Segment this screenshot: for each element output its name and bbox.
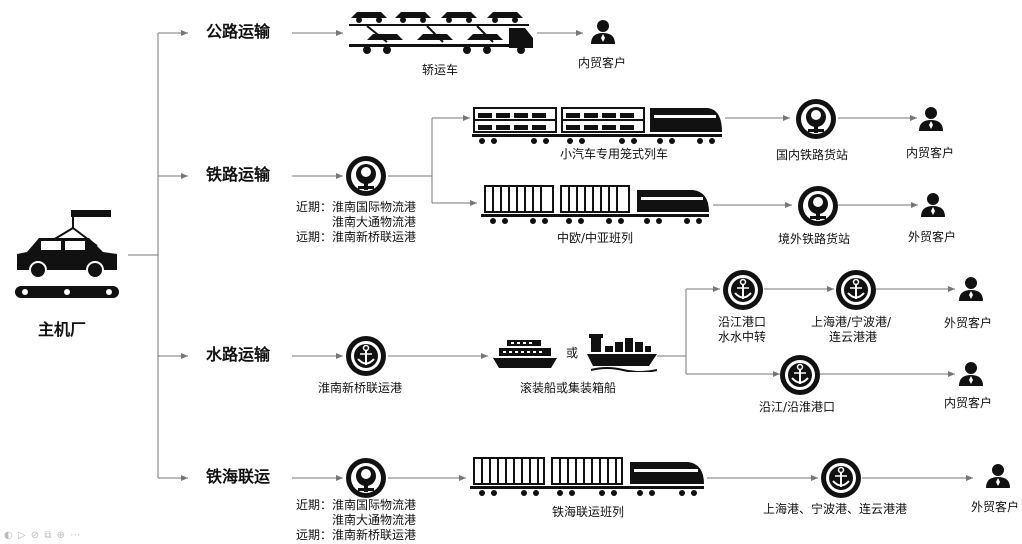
customer-person-icon (985, 463, 1011, 493)
sea-ports-label-1: 上海港/宁波港/ (811, 315, 892, 329)
or-label: 或 (566, 346, 579, 360)
car-carrier-truck-icon (347, 8, 537, 60)
mode-road-label: 公路运输 (206, 22, 271, 41)
railsea-sea-ports-label: 上海港、宁波港、连云港港 (763, 502, 908, 516)
port-anchor-icon (345, 335, 387, 381)
railsea-port-near-2: 淮南大通物流港 (332, 513, 417, 527)
mode-railsea-label: 铁海联运 (206, 467, 271, 486)
port-anchor-icon (820, 457, 862, 503)
ship-label: 滚装船或集装箱船 (520, 381, 617, 395)
road-customer-label: 内贸客户 (578, 56, 627, 70)
rail-domestic-customer-label: 内贸客户 (906, 146, 955, 160)
railsea-customer-label: 外贸客户 (971, 500, 1020, 514)
port-anchor-icon (722, 269, 764, 315)
intl-train-label: 中欧/中亚班列 (557, 231, 634, 245)
plant-label: 主机厂 (38, 320, 87, 339)
customer-person-icon (920, 192, 946, 222)
railsea-port-far: 远期：淮南新桥联运港 (296, 528, 417, 542)
railway-logo-icon (345, 155, 387, 201)
container-train-icon (481, 184, 711, 230)
container-train-icon (470, 456, 706, 502)
rail-port-near-1: 近期：淮南国际物流港 (296, 200, 417, 214)
railway-logo-icon (795, 98, 837, 144)
railsea-port-near-1: 近期：淮南国际物流港 (296, 498, 417, 512)
intl-station-label: 境外铁路货站 (778, 232, 851, 246)
car-carrier-label: 轿运车 (422, 63, 459, 77)
railway-logo-icon (345, 457, 387, 503)
rail-intl-customer-label: 外贸客户 (908, 230, 957, 244)
port-anchor-icon (835, 269, 877, 315)
slide-toolbar-remnant: ◐ ▷ ⊘ ⧉ ⊕ ⋯ (4, 530, 82, 541)
rail-port-far: 远期：淮南新桥联运港 (296, 230, 417, 244)
mode-water-label: 水路运输 (206, 345, 271, 364)
customer-person-icon (958, 276, 984, 306)
customer-person-icon (590, 19, 616, 49)
car-cage-train-icon (472, 106, 724, 150)
water-sea-customer-label: 外贸客户 (944, 316, 993, 330)
river-port-label: 沿江/沿淮港口 (759, 400, 836, 414)
port-anchor-icon (779, 354, 821, 400)
roro-ship-icon (493, 334, 559, 374)
domestic-station-label: 国内铁路货站 (776, 148, 849, 162)
container-ship-icon (587, 330, 659, 376)
sea-ports-label-2: 连云港港 (829, 330, 878, 344)
customer-person-icon (958, 361, 984, 391)
mode-rail-label: 铁路运输 (206, 165, 271, 184)
customer-person-icon (918, 106, 944, 136)
transfer-port-label-2: 水水中转 (718, 330, 767, 344)
railsea-train-label: 铁海联运班列 (552, 505, 625, 519)
railway-logo-icon (797, 185, 839, 231)
water-port-label: 淮南新桥联运港 (318, 381, 403, 395)
transfer-port-label-1: 沿江港口 (718, 315, 767, 329)
domestic-train-label: 小汽车专用笼式列车 (560, 147, 669, 161)
factory-car-icon (13, 206, 121, 306)
water-river-customer-label: 内贸客户 (944, 396, 993, 410)
rail-port-near-2: 淮南大通物流港 (332, 215, 417, 229)
